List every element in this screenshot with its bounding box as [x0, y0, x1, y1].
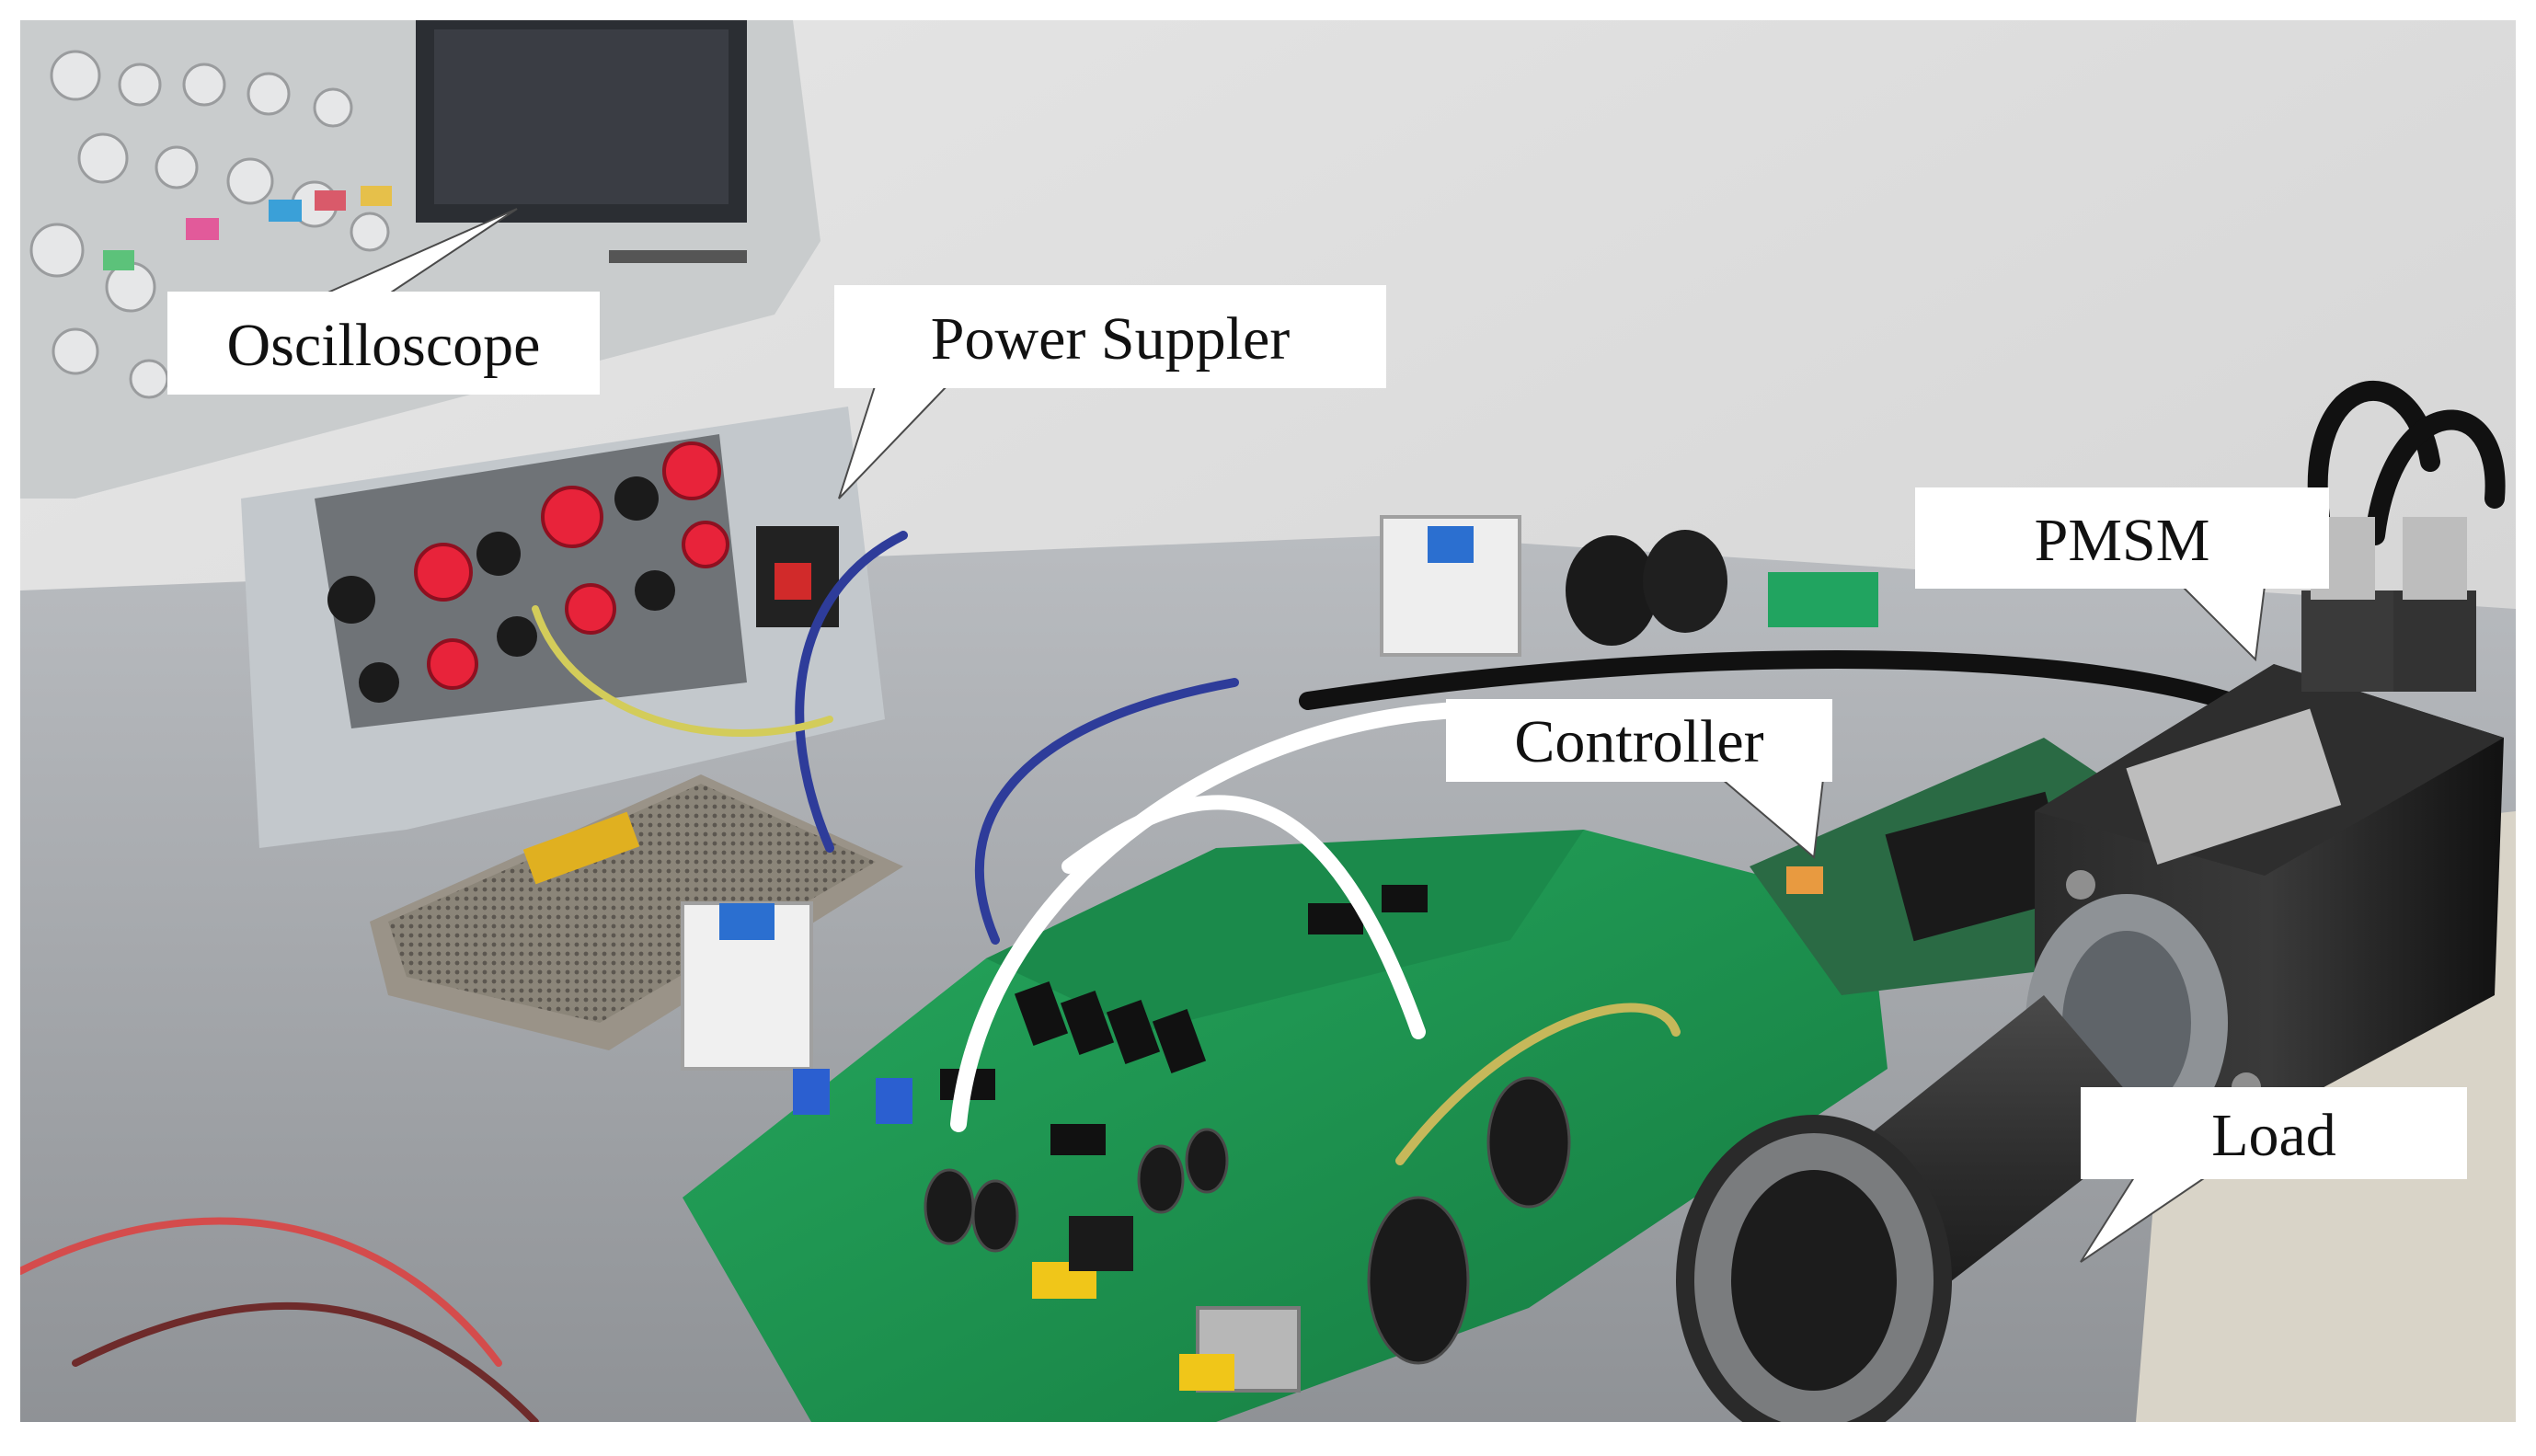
- switching-psu: [370, 774, 903, 1050]
- power-pcb: [683, 830, 1888, 1422]
- capacitor: [1643, 530, 1727, 633]
- callout-power-supplier: Power Suppler: [834, 285, 1386, 499]
- callout-load: Load: [2080, 1087, 2467, 1263]
- label-pmsm: PMSM: [2035, 507, 2210, 574]
- callout-pmsm: PMSM: [1915, 487, 2329, 662]
- label-oscilloscope: Oscilloscope: [227, 312, 541, 379]
- lab-test-bench-photo: Oscilloscope Power Suppler PMSM Controll…: [20, 20, 2516, 1422]
- callout-oscilloscope: Oscilloscope: [167, 208, 600, 395]
- label-controller: Controller: [1514, 708, 1763, 775]
- load-machine: [1676, 894, 2228, 1422]
- label-power-supplier: Power Suppler: [931, 305, 1290, 373]
- label-load: Load: [2211, 1102, 2336, 1169]
- capacitor: [1566, 535, 1658, 646]
- callout-controller: Controller: [1446, 699, 1832, 859]
- pcb-components: [793, 885, 1571, 1393]
- wiring: [20, 380, 2506, 1422]
